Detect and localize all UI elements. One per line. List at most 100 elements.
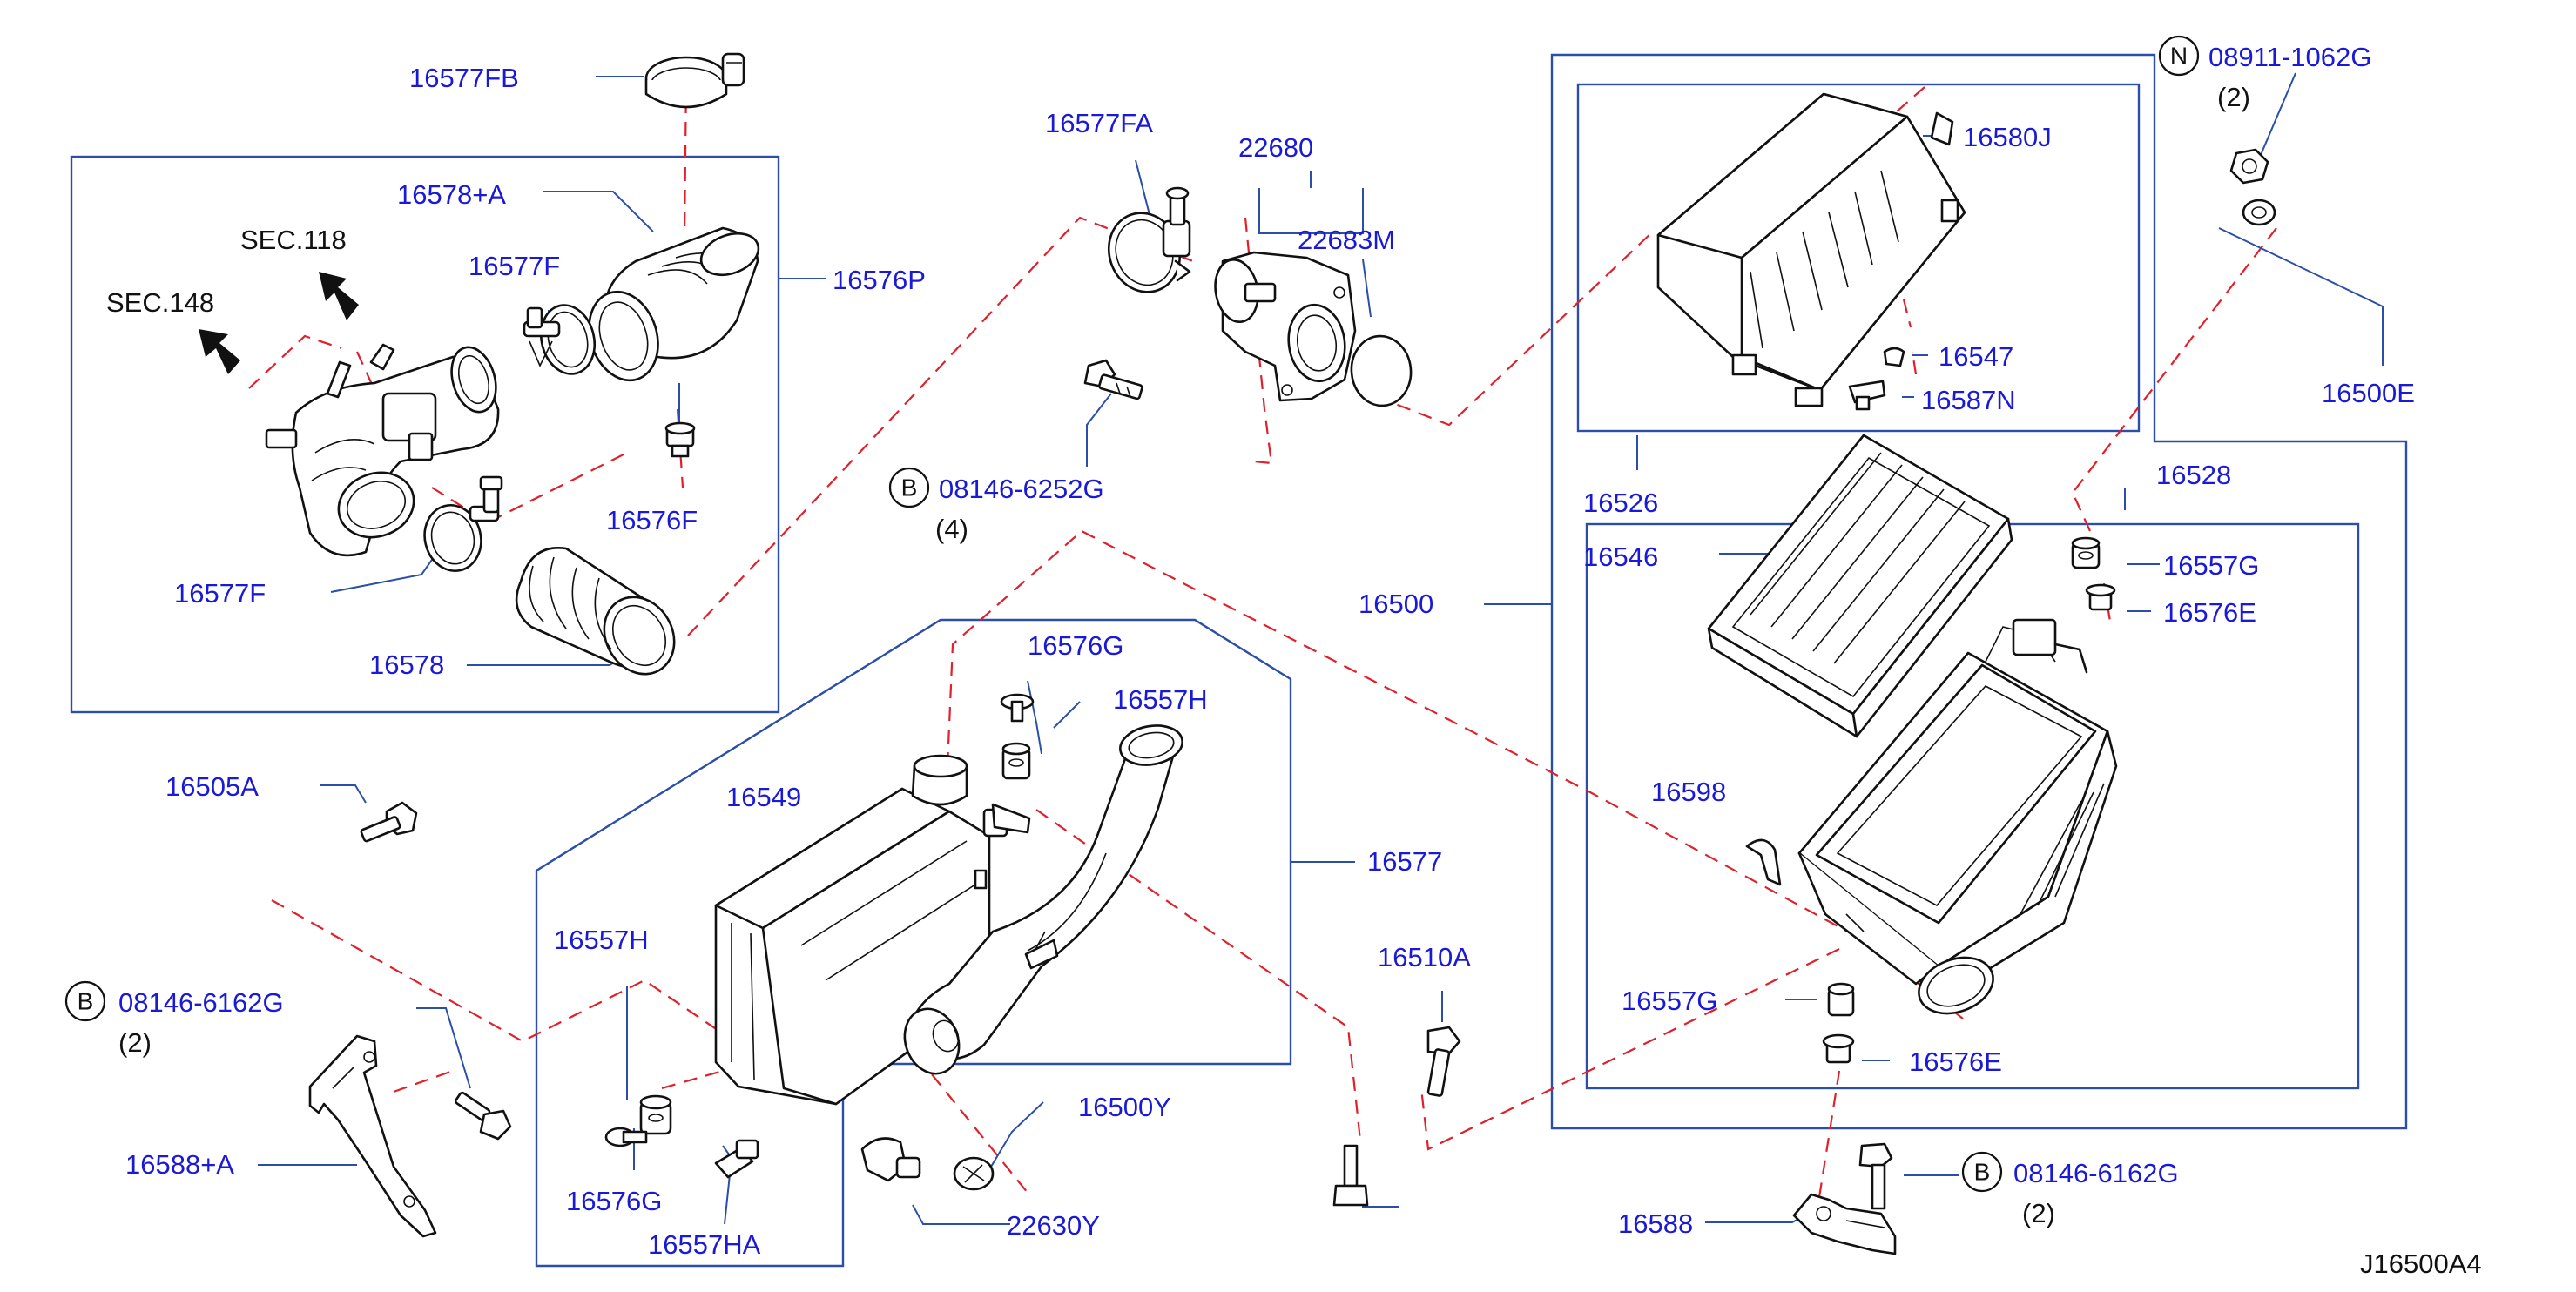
- label-qty-2-n: (2): [2217, 82, 2250, 112]
- bracket-16588-drawing: [1792, 1193, 1897, 1255]
- grommet-16576E-bottom-drawing: [1822, 1033, 1855, 1064]
- cover-16526-drawing: [1656, 92, 1966, 407]
- label-16557HA[interactable]: 16557HA: [648, 1229, 761, 1260]
- bolt-16510A-drawing: [1426, 1026, 1461, 1097]
- callout-b-3: B: [1961, 1151, 2003, 1193]
- label-16577FA[interactable]: 16577FA: [1045, 108, 1153, 138]
- label-16576G-bottom[interactable]: 16576G: [566, 1186, 662, 1216]
- svg-text:B: B: [1974, 1159, 1991, 1186]
- label-sec-148: SEC.148: [106, 287, 214, 318]
- label-16500Y[interactable]: 16500Y: [1078, 1092, 1171, 1122]
- label-16528[interactable]: 16528: [2156, 460, 2231, 490]
- label-sec-118: SEC.118: [240, 225, 347, 255]
- grommet-16576F-drawing: [664, 421, 696, 458]
- label-22680[interactable]: 22680: [1238, 132, 1313, 163]
- label-16588A[interactable]: 16588+A: [125, 1149, 234, 1180]
- screw-16576G-bottom-drawing: [604, 1127, 648, 1147]
- label-16598[interactable]: 16598: [1651, 777, 1726, 807]
- label-16576G-top[interactable]: 16576G: [1028, 630, 1123, 661]
- label-qty-2-b-left: (2): [118, 1027, 152, 1058]
- label-08911-1062G[interactable]: 08911-1062G: [2208, 42, 2371, 72]
- callout-b-2: B: [64, 980, 106, 1022]
- label-qty-2-b-right: (2): [2022, 1198, 2055, 1228]
- nut-08911-1062G-drawing: [2229, 148, 2269, 185]
- callout-n: N: [2158, 35, 2200, 77]
- assembly-dashed-lines: [248, 76, 2277, 1215]
- clamp-16577F-top-drawing: [523, 304, 596, 375]
- label-16588[interactable]: 16588: [1618, 1208, 1693, 1239]
- case-16528-drawing: [1797, 618, 2118, 1015]
- part-labels: 16577FB 16578+A SEC.118 16577F 16576P SE…: [106, 42, 2482, 1279]
- label-16578A[interactable]: 16578+A: [397, 179, 506, 210]
- grommet-16557HA-drawing: [714, 1139, 759, 1179]
- frame-16500: [1550, 53, 2408, 1130]
- callout-b-1: B: [888, 467, 930, 508]
- bolt-16505A-left-drawing: [360, 801, 418, 843]
- clamp-16577FA-drawing: [1107, 186, 1191, 293]
- svg-text:N: N: [2170, 43, 2188, 70]
- duct-16577-drawing: [903, 724, 1183, 1075]
- bolt-08146-6162G-left-drawing: [455, 1091, 512, 1141]
- grommet-16557H-top-drawing: [1001, 742, 1031, 780]
- label-16578[interactable]: 16578: [369, 649, 444, 680]
- grommet-16557G-top-drawing: [2071, 536, 2101, 569]
- label-16510A[interactable]: 16510A: [1378, 942, 1471, 972]
- clip-16547-drawing: [1883, 347, 1905, 367]
- svg-text:B: B: [901, 474, 918, 501]
- label-qty-4: (4): [935, 514, 968, 544]
- label-08146-6252G[interactable]: 08146-6252G: [939, 474, 1104, 504]
- washer-16500E-drawing: [2242, 199, 2276, 226]
- bracket-16588A-drawing: [308, 1034, 437, 1238]
- clip-16587N-drawing: [1848, 380, 1886, 411]
- label-16557H-top[interactable]: 16557H: [1113, 684, 1208, 715]
- label-16557H-left[interactable]: 16557H: [554, 925, 649, 955]
- bolt-08146-6162G-right-drawing: [1858, 1142, 1893, 1210]
- frame-16526: [1576, 83, 2141, 433]
- label-16577F-bottom[interactable]: 16577F: [174, 578, 266, 609]
- maf-sensor-22680-drawing: [1214, 251, 1357, 402]
- label-16576F[interactable]: 16576F: [606, 505, 698, 535]
- label-16577[interactable]: 16577: [1367, 846, 1442, 877]
- bolt-16505A-bottom-drawing: [1332, 1144, 1369, 1207]
- grommet-16557H-left-drawing: [639, 1094, 672, 1135]
- label-16587N[interactable]: 16587N: [1921, 385, 2016, 415]
- svg-text:B: B: [78, 988, 94, 1015]
- label-16549[interactable]: 16549: [726, 782, 801, 812]
- sec-arrows: [199, 272, 359, 374]
- clip-16580J-drawing: [1930, 111, 1954, 146]
- clip-16500Y-drawing: [953, 1156, 995, 1191]
- label-16577FB[interactable]: 16577FB: [409, 63, 519, 93]
- label-16505A-left[interactable]: 16505A: [165, 771, 259, 802]
- label-22683M[interactable]: 22683M: [1298, 225, 1395, 255]
- grommet-16576E-top-drawing: [2085, 583, 2116, 611]
- label-16576P[interactable]: 16576P: [833, 265, 926, 295]
- label-16526[interactable]: 16526: [1583, 488, 1658, 518]
- label-08146-6162G-right[interactable]: 08146-6162G: [2013, 1158, 2179, 1188]
- clamp-16577FB-drawing: [644, 52, 745, 109]
- label-16577F-top[interactable]: 16577F: [469, 251, 560, 281]
- grommet-16557G-bottom-drawing: [1827, 982, 1855, 1017]
- label-16500[interactable]: 16500: [1359, 589, 1433, 619]
- label-16557G-top[interactable]: 16557G: [2163, 550, 2259, 581]
- label-16546[interactable]: 16546: [1583, 542, 1658, 572]
- gasket-22683M-drawing: [1350, 334, 1413, 407]
- label-16576E-top[interactable]: 16576E: [2163, 597, 2256, 628]
- label-22630Y[interactable]: 22630Y: [1007, 1210, 1100, 1241]
- label-16580J[interactable]: 16580J: [1963, 122, 2052, 152]
- label-16557G-bottom[interactable]: 16557G: [1622, 986, 1717, 1016]
- filter-16546-drawing: [1707, 434, 2013, 738]
- resonator-duct-drawing: [265, 343, 500, 557]
- screw-16576G-top-drawing: [1000, 693, 1035, 723]
- clamp-16577F-bottom-drawing: [423, 475, 503, 572]
- label-16500E[interactable]: 16500E: [2322, 378, 2415, 408]
- sensor-22630Y-drawing: [860, 1137, 921, 1182]
- diagram-id: J16500A4: [2360, 1248, 2482, 1279]
- label-16576E-bottom[interactable]: 16576E: [1909, 1046, 2002, 1077]
- frame-16577: [535, 618, 1292, 1268]
- duct-16578A-drawing: [588, 226, 760, 382]
- bolt-08146-6252G-drawing: [1083, 359, 1143, 400]
- label-08146-6162G-left[interactable]: 08146-6162G: [118, 987, 284, 1018]
- label-16547[interactable]: 16547: [1939, 341, 2013, 372]
